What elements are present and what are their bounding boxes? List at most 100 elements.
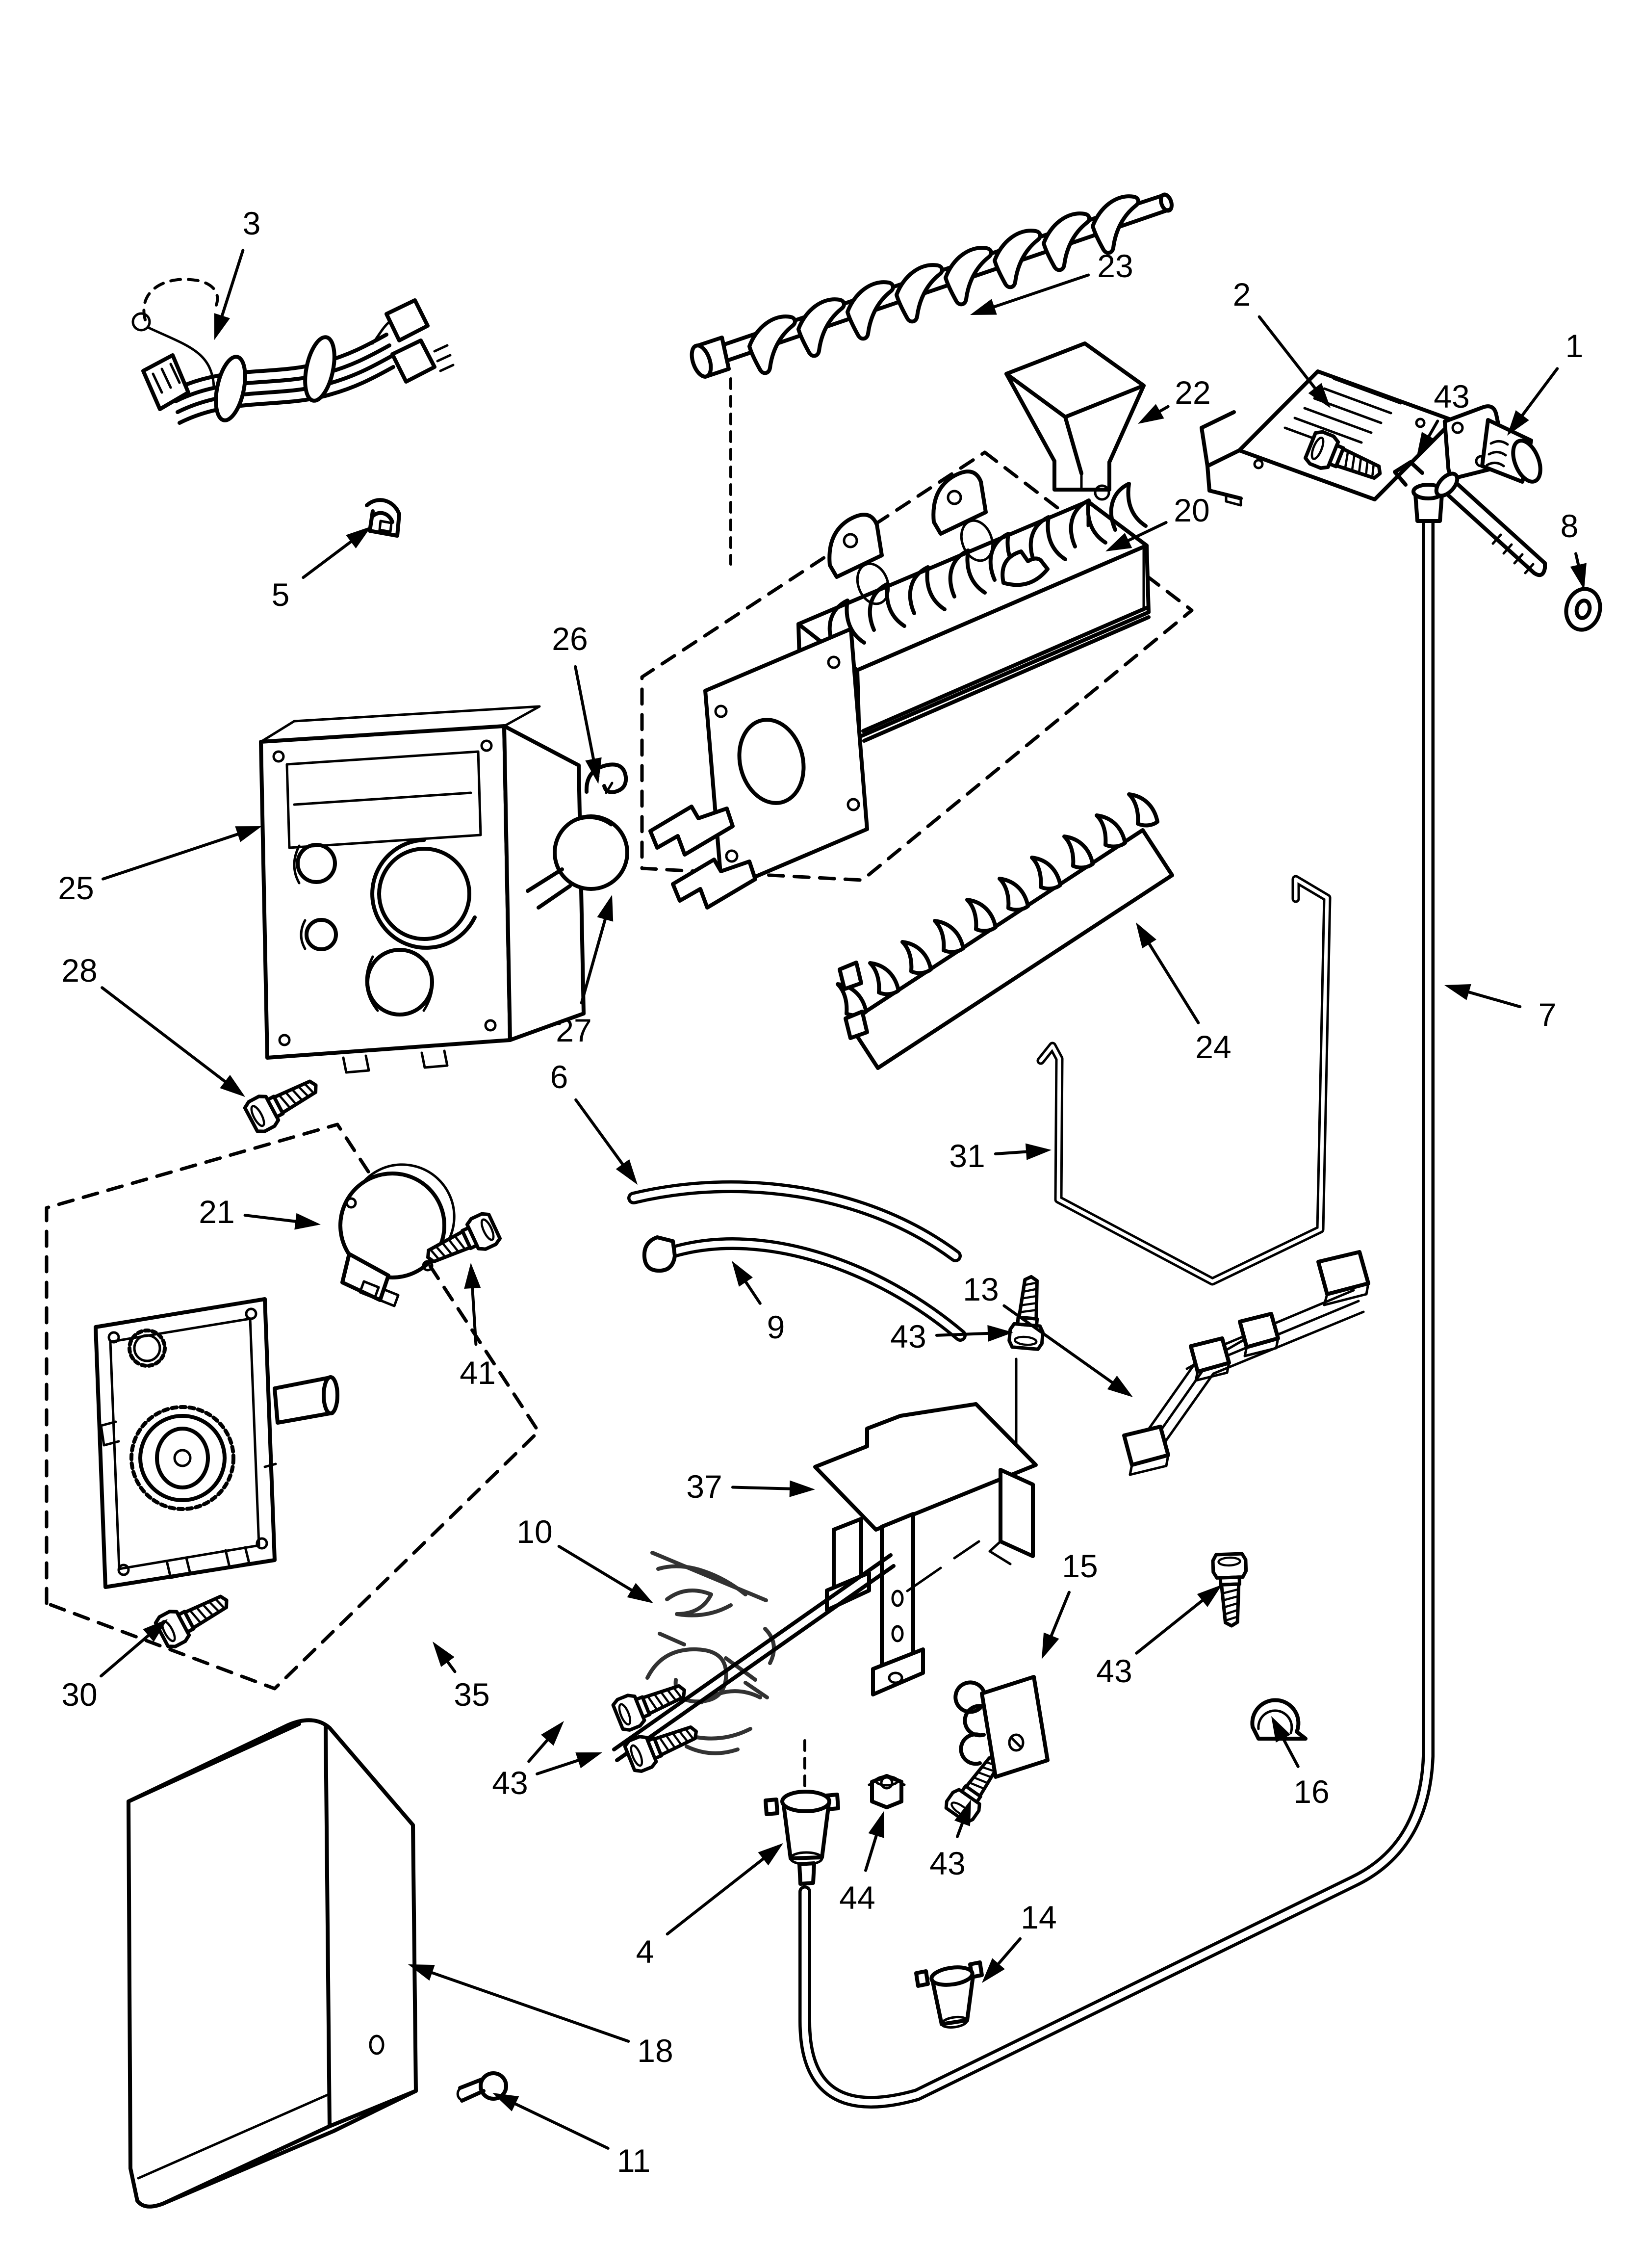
leader-line — [1135, 1597, 1206, 1655]
leader-arrowhead — [1025, 1143, 1052, 1160]
ice-stripper-part24 — [838, 794, 1174, 1070]
tube-part9 — [642, 1235, 967, 1342]
callout-label-31: 31 — [949, 1138, 985, 1174]
gear-plate-part35 — [94, 1297, 339, 1589]
leader-line — [574, 1098, 625, 1168]
plug-part11 — [456, 2071, 508, 2103]
callout-label-25: 25 — [58, 870, 94, 906]
leader-line — [243, 1214, 299, 1224]
callout-label-30: 30 — [61, 1676, 97, 1713]
leader-arrowhead — [585, 757, 602, 784]
leader-line — [527, 1737, 550, 1763]
shutoff-rod-part10 — [612, 1540, 980, 1762]
leader-arrowhead — [616, 1159, 638, 1185]
module-housing-part25 — [259, 705, 586, 1074]
leader-arrowhead — [1444, 984, 1471, 1000]
thermostat-part27 — [526, 814, 629, 910]
washer-part8 — [1564, 587, 1602, 632]
callout-label-44: 44 — [839, 1879, 875, 1916]
callout-label-9: 9 — [767, 1309, 785, 1345]
wire-bracket-part31 — [1036, 875, 1332, 1286]
leader-line — [302, 539, 354, 579]
leader-arrowhead — [868, 1811, 884, 1838]
callout-label-1: 1 — [1565, 328, 1584, 364]
leader-line — [1049, 1590, 1071, 1639]
callout-13-11: 13 — [963, 1271, 1133, 1397]
leader-arrowhead — [464, 1263, 481, 1289]
leader-arrowhead — [597, 895, 614, 922]
callout-7-6: 7 — [1444, 984, 1556, 1033]
callout-label-2: 2 — [1233, 276, 1251, 313]
callout-label-11: 11 — [617, 2142, 651, 2179]
leader-arrowhead — [982, 1958, 1005, 1983]
callout-label-43: 43 — [492, 1765, 528, 1801]
callout-30-25: 30 — [61, 1619, 168, 1713]
funnel-part22 — [1004, 341, 1146, 501]
leader-arrowhead — [433, 1642, 455, 1667]
leader-arrowhead — [492, 2093, 519, 2112]
callout-label-6: 6 — [550, 1059, 568, 1095]
leader-line — [1002, 1304, 1115, 1385]
leader-arrowhead — [1138, 404, 1164, 424]
leader-arrowhead — [1197, 1585, 1222, 1607]
leader-line — [429, 1970, 630, 2043]
leader-arrowhead — [1136, 922, 1156, 949]
auger-part23 — [690, 192, 1174, 379]
leader-arrowhead — [789, 1480, 815, 1497]
callout-label-35: 35 — [454, 1676, 489, 1713]
leader-line — [470, 1284, 478, 1346]
leader-line — [743, 1278, 762, 1305]
screw-part30 — [154, 1586, 234, 1650]
leader-arrowhead — [1308, 383, 1331, 408]
leader-arrowhead — [220, 1074, 245, 1097]
callout-41-29: 41 — [460, 1263, 496, 1391]
leader-arrowhead — [143, 1619, 168, 1642]
leader-arrowhead — [214, 313, 231, 340]
tube-part6 — [627, 1180, 962, 1262]
callout-8-7: 8 — [1561, 508, 1587, 590]
callout-label-3: 3 — [243, 205, 261, 241]
leader-line — [1574, 552, 1581, 569]
callout-label-8: 8 — [1561, 508, 1579, 544]
leader-arrowhead — [1507, 410, 1529, 436]
cover-part18 — [127, 1718, 418, 2209]
callout-43-30: 43 — [1416, 378, 1470, 458]
callout-label-5: 5 — [272, 576, 290, 613]
callout-27-23: 27 — [556, 895, 614, 1048]
callout-11-10: 11 — [492, 2093, 650, 2179]
leader-arrowhead — [408, 1964, 435, 1981]
callout-label-22: 22 — [1175, 374, 1210, 411]
callout-label-15: 15 — [1062, 1548, 1098, 1584]
wire-harness-part3 — [131, 278, 455, 425]
callout-label-23: 23 — [1097, 248, 1133, 284]
leader-line — [1519, 367, 1559, 418]
leader-line — [220, 249, 245, 319]
leader-line — [101, 986, 228, 1084]
callout-31-26: 31 — [949, 1138, 1052, 1174]
callout-label-27: 27 — [556, 1012, 591, 1048]
clip-part16 — [1250, 1698, 1308, 1741]
callout-9-8: 9 — [732, 1261, 785, 1345]
callout-1-0: 1 — [1507, 328, 1583, 436]
module-support-dashed-outline — [45, 1122, 540, 1691]
callout-label-13: 13 — [963, 1271, 999, 1307]
leader-line — [956, 1820, 965, 1838]
callout-label-41: 41 — [460, 1355, 495, 1391]
leader-line — [557, 1544, 635, 1593]
leader-line — [102, 832, 241, 881]
water-tube-part7 — [798, 460, 1547, 2109]
coil-bracket-part15 — [953, 1675, 1050, 1779]
callout-26-22: 26 — [552, 621, 602, 784]
wire-harness-part13 — [1122, 1250, 1370, 1476]
leader-arrowhead — [294, 1213, 321, 1230]
leader-arrowhead — [954, 1799, 971, 1826]
callout-label-4: 4 — [636, 1933, 654, 1970]
callout-22-18: 22 — [1138, 374, 1211, 424]
motor-part21 — [338, 1163, 456, 1307]
callout-15-13: 15 — [1042, 1548, 1098, 1659]
callout-35-27: 35 — [433, 1642, 490, 1713]
callout-label-43: 43 — [890, 1318, 926, 1355]
leader-line — [536, 1758, 582, 1775]
